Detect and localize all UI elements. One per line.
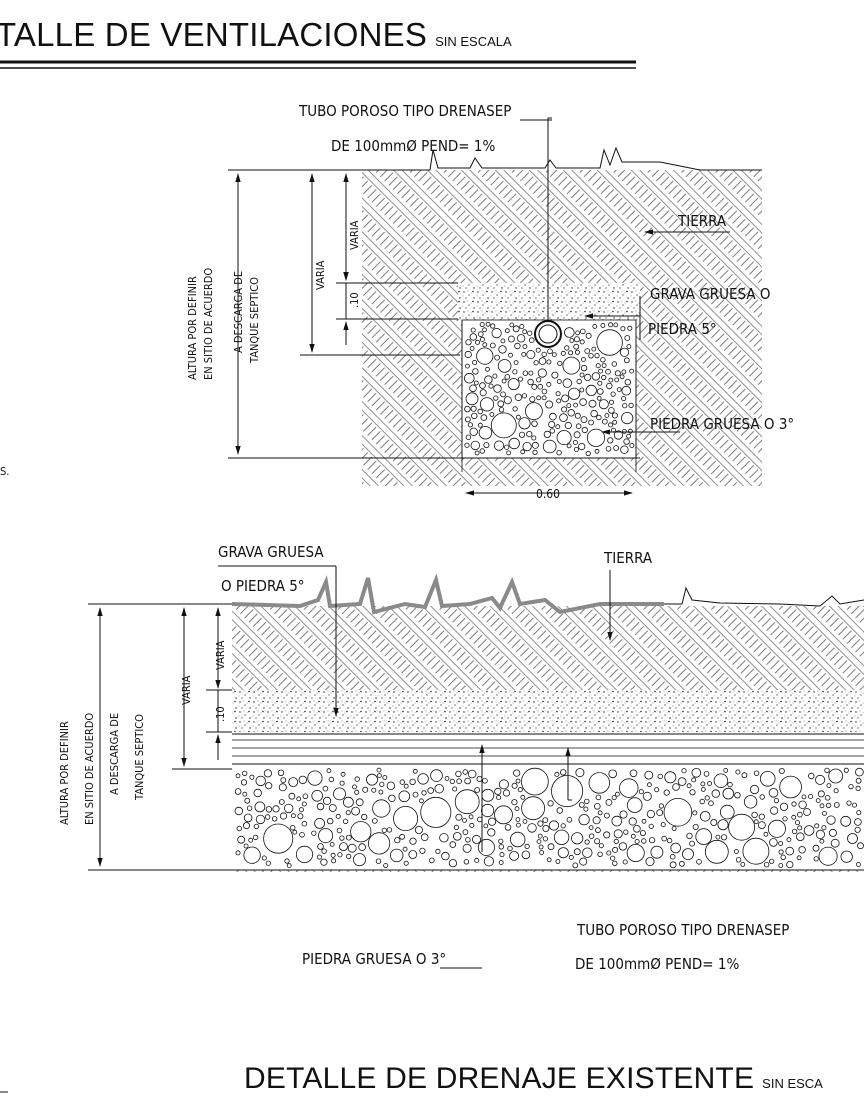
top-section-drawing: [362, 146, 762, 486]
bottom-detail-title: DETALLE DE DRENAJE EXISTENTE SIN ESCA: [244, 1062, 823, 1096]
top-dimensions: [228, 169, 633, 496]
top-dim-10: .10: [348, 292, 361, 308]
top-pipe-label-1: TUBO POROSO TIPO DRENASEP: [298, 102, 511, 120]
top-height-label-1: ALTURA POR DEFINIR: [186, 276, 199, 380]
top-soil-label: TIERRA: [677, 212, 727, 230]
bottom-dim-varia-outer: VARIA: [180, 675, 193, 705]
bottom-dim-10: .10: [214, 706, 227, 722]
left-edge-fragment: S.: [0, 465, 9, 478]
bottom-detail-title-text: DETALLE DE DRENAJE EXISTENTE: [244, 1062, 755, 1095]
bottom-annotations: GRAVA GRUESA O PIEDRA 5° TIERRA PIEDRA G…: [58, 543, 789, 973]
top-width-dim: 0.60: [536, 487, 560, 501]
bottom-section-drawing: [231, 573, 864, 872]
top-detail-title-text: TALLE DE VENTILACIONES: [0, 16, 428, 53]
bottom-pipe-label-1: TUBO POROSO TIPO DRENASEP: [576, 921, 789, 939]
top-pipe-label-2: DE 100mmØ PEND= 1%: [331, 137, 495, 155]
bottom-leaders: [333, 566, 613, 852]
top-height-label-3: A DESCARGA DE: [232, 271, 245, 353]
bottom-dimensions: [88, 603, 232, 871]
bottom-height-label-4: TANQUE SEPTICO: [133, 714, 146, 801]
top-height-label-4: TANQUE SEPTICO: [248, 277, 261, 364]
bottom-stone-label: PIEDRA GRUESA O 3°: [302, 950, 446, 968]
top-detail-scale-note: SIN ESCALA: [435, 34, 512, 49]
bottom-height-label-3: A DESCARGA DE: [108, 713, 121, 795]
top-dim-varia-inner: VARIA: [348, 220, 361, 250]
bottom-dim-varia-inner: VARIA: [214, 640, 227, 670]
bottom-height-label-2: EN SITIO DE ACUERDO: [83, 713, 96, 825]
bottom-detail-scale-note: SIN ESCA: [762, 1076, 823, 1091]
top-dim-varia-outer: VARIA: [314, 260, 327, 290]
top-gravel-label-1: GRAVA GRUESA O: [650, 285, 771, 303]
bottom-gravel-label-1: GRAVA GRUESA: [218, 543, 324, 561]
bottom-pipe-label-2: DE 100mmØ PEND= 1%: [575, 955, 739, 973]
bottom-stones: [234, 767, 864, 869]
bottom-height-label-1: ALTURA POR DEFINIR: [58, 721, 71, 825]
top-detail-title: TALLE DE VENTILACIONES SIN ESCALA: [0, 16, 512, 54]
bottom-soil-label: TIERRA: [603, 549, 653, 567]
top-stones: [463, 321, 635, 457]
top-height-label-2: EN SITIO DE ACUERDO: [202, 268, 215, 380]
top-stone-label: PIEDRA GRUESA O 3°: [650, 415, 794, 433]
top-annotations: TUBO POROSO TIPO DRENASEP DE 100mmØ PEND…: [0, 102, 794, 501]
top-gravel-label-2: PIEDRA 5°: [648, 320, 717, 338]
label-underlines: [0, 119, 730, 1093]
bottom-gravel-label-2: O PIEDRA 5°: [221, 577, 305, 595]
